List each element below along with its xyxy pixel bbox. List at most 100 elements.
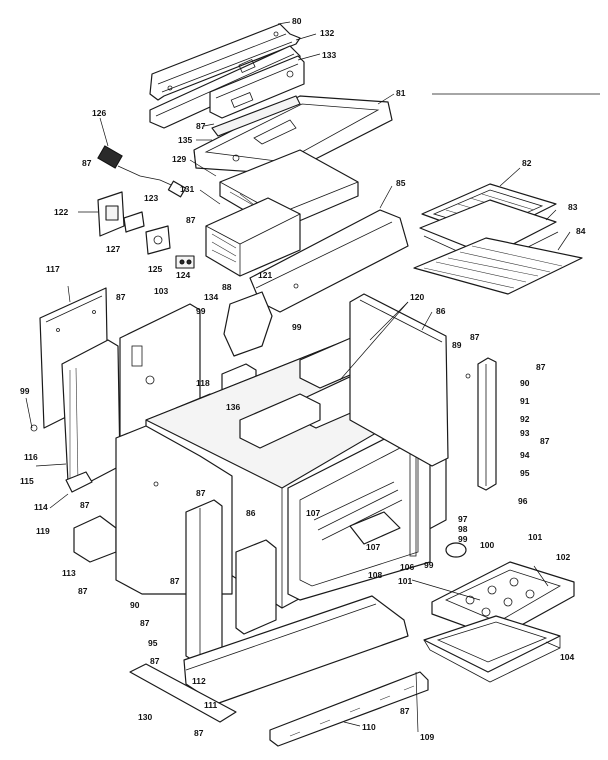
label-99b: 99 xyxy=(20,386,30,396)
part-81-cooktop xyxy=(193,95,393,175)
part-106-bracket xyxy=(349,511,401,545)
label-125: 125 xyxy=(148,264,162,274)
label-115: 115 xyxy=(20,476,34,486)
label-98: 98 xyxy=(458,524,468,534)
label-87n: 87 xyxy=(194,728,204,738)
part-127-switch xyxy=(123,211,145,233)
label-96: 96 xyxy=(518,496,528,506)
label-87i: 87 xyxy=(196,488,206,498)
label-99d: 99 xyxy=(458,534,468,544)
label-135: 135 xyxy=(178,135,192,145)
label-91: 91 xyxy=(520,396,530,406)
label-87g: 87 xyxy=(540,436,550,446)
part-125-switch xyxy=(145,225,171,255)
label-95b: 95 xyxy=(148,638,158,648)
label-97: 97 xyxy=(458,514,468,524)
part-104-tray xyxy=(423,615,561,683)
label-94: 94 xyxy=(520,450,530,460)
label-120: 120 xyxy=(410,292,424,302)
label-86: 86 xyxy=(436,306,446,316)
label-123: 123 xyxy=(144,193,158,203)
label-90b: 90 xyxy=(130,600,140,610)
part-111-base xyxy=(183,595,409,705)
label-136: 136 xyxy=(226,402,240,412)
part-95-block xyxy=(235,539,277,635)
label-81: 81 xyxy=(396,88,406,98)
part-110-kickplate xyxy=(269,671,429,747)
label-102: 102 xyxy=(556,552,570,562)
label-87l: 87 xyxy=(140,618,150,628)
label-109: 109 xyxy=(420,732,434,742)
label-95a: 95 xyxy=(520,468,530,478)
label-87a: 87 xyxy=(196,121,206,131)
label-104: 104 xyxy=(560,652,574,662)
part-116-screw xyxy=(30,424,38,432)
part-135-strip xyxy=(211,95,301,137)
label-116: 116 xyxy=(24,452,38,462)
label-90a: 90 xyxy=(520,378,530,388)
label-87d: 87 xyxy=(116,292,126,302)
label-87o: 87 xyxy=(400,706,410,716)
label-111: 111 xyxy=(204,700,218,710)
part-122-bracket xyxy=(97,191,125,237)
label-87e: 87 xyxy=(470,332,480,342)
part-91-trim-strip xyxy=(477,357,497,491)
part-131-block xyxy=(205,197,301,277)
label-100: 100 xyxy=(480,540,494,550)
label-118: 118 xyxy=(196,378,210,388)
label-89: 89 xyxy=(452,340,462,350)
part-119-bracket xyxy=(73,515,117,563)
label-108: 108 xyxy=(368,570,382,580)
part-100-knob xyxy=(445,542,467,558)
label-101a: 101 xyxy=(528,532,542,542)
label-87c: 87 xyxy=(186,215,196,225)
label-117: 117 xyxy=(46,264,60,274)
label-103: 103 xyxy=(154,286,168,296)
label-134: 134 xyxy=(204,292,218,302)
part-84-oven-rack xyxy=(413,237,583,295)
label-82: 82 xyxy=(522,158,532,168)
label-133: 133 xyxy=(322,50,336,60)
label-112: 112 xyxy=(192,676,206,686)
part-90-screw xyxy=(465,373,471,379)
part-134-duct xyxy=(223,291,273,357)
label-92: 92 xyxy=(520,414,530,424)
part-124-terminal xyxy=(175,255,195,269)
label-130: 130 xyxy=(138,712,152,722)
label-85: 85 xyxy=(396,178,406,188)
label-121: 121 xyxy=(258,270,272,280)
label-110: 110 xyxy=(362,722,376,732)
label-84: 84 xyxy=(576,226,586,236)
part-labels: 80 132 133 81 87 135 126 129 131 87 122 … xyxy=(20,16,586,742)
leader-lines xyxy=(25,21,571,733)
label-87f: 87 xyxy=(536,362,546,372)
label-88: 88 xyxy=(222,282,232,292)
part-133-panel xyxy=(209,55,305,119)
part-80-trim xyxy=(149,23,301,101)
label-87k: 87 xyxy=(78,586,88,596)
part-130-bar xyxy=(129,663,237,723)
part-126-cord xyxy=(97,145,187,198)
label-114: 114 xyxy=(34,502,48,512)
label-80: 80 xyxy=(292,16,302,26)
label-83: 83 xyxy=(568,202,578,212)
label-99a: 99 xyxy=(196,306,206,316)
part-86-side-panel xyxy=(349,293,449,467)
part-102-drawer xyxy=(431,561,575,639)
label-113: 113 xyxy=(62,568,76,578)
label-122: 122 xyxy=(54,207,68,217)
label-87j: 87 xyxy=(170,576,180,586)
label-119: 119 xyxy=(36,526,50,536)
label-101b: 101 xyxy=(398,576,412,586)
label-127: 127 xyxy=(106,244,120,254)
label-124: 124 xyxy=(176,270,190,280)
label-87b: 87 xyxy=(82,158,92,168)
label-93: 93 xyxy=(520,428,530,438)
label-86b: 86 xyxy=(246,508,256,518)
label-99-top: 99 xyxy=(292,322,302,332)
label-107b: 107 xyxy=(366,542,380,552)
label-87m: 87 xyxy=(150,656,160,666)
label-126: 126 xyxy=(92,108,106,118)
